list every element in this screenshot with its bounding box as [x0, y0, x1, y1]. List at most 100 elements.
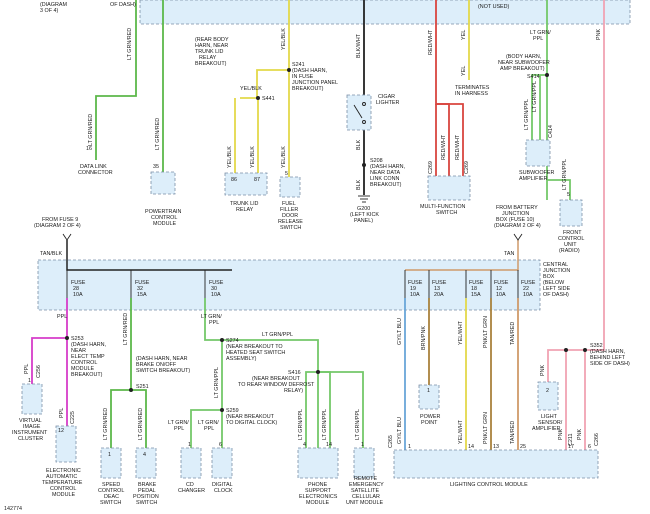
label-eatc-b: AUTOMATIC [46, 474, 77, 480]
top-junction-box [139, 0, 631, 25]
fuse-19-c: 10A [410, 292, 420, 298]
label-rem-e: UNIT MODULE [346, 500, 383, 506]
wire-yel-blk-4-label: YEL/BLK [281, 146, 287, 168]
wire-pnk-lgrn-label: PNK/LT GRN [483, 316, 489, 348]
s259-b: TO DIGITAL CLOCK) [226, 420, 277, 426]
wire-red-wht-1-label: RED/WHT [428, 29, 434, 55]
wire-grn-red-sp-label: LT GRN/RED [103, 408, 109, 440]
s241-b: IN FUSE [292, 74, 314, 80]
label-bp-c: POSITION [133, 494, 159, 500]
wire-pnk-b-label: PNK [577, 429, 583, 440]
pin-fuel: 5 [285, 171, 288, 177]
s241-d: BREAKOUT) [292, 86, 324, 92]
label-clk-b: CLOCK [214, 488, 233, 494]
wire-tan-red-label: TAN/RED [510, 322, 516, 345]
label-fuel-c: DOOR [282, 213, 298, 219]
pin-dlc: 16 [86, 146, 92, 152]
s253-c: ELECT TEMP [71, 354, 105, 360]
fuse9-arrow-icon [62, 233, 72, 241]
cjb-d: (BELOW [543, 280, 565, 286]
label-fuel-a: FUEL [282, 201, 296, 207]
pin-fcu: 5 [567, 192, 570, 198]
top-of-dash: OF DASH) [110, 2, 136, 8]
label-vic-d: CLUSTER [18, 436, 43, 442]
pin-86: 86 [231, 177, 237, 183]
wire-grn-red-f32-label: LT GRN/RED [123, 313, 129, 345]
label-ph-a: PHONE [308, 482, 328, 488]
fuse-32-a: FUSE [135, 280, 150, 286]
fuse-30-c: 10A [211, 292, 221, 298]
wire-clk-label-b: PPL [204, 426, 214, 432]
pin-lcm-17: 17 [568, 444, 574, 450]
splice-s208-label: S208 [370, 158, 383, 164]
label-sp-a: SPEED [102, 482, 120, 488]
batt-arrow-icon [513, 233, 523, 241]
s241-a: (DASH HARN, [292, 68, 328, 74]
label-pp-b: POINT [421, 420, 438, 426]
wire-ppl-f28 [31, 298, 68, 384]
label-lsa-b: SENSOR/ [538, 420, 563, 426]
trunk-lid-relay-box [224, 172, 268, 196]
wire-pcm-label: LT GRN/RED [155, 118, 161, 150]
s259-a: (NEAR BREAKOUT [226, 414, 275, 420]
fuse9-a: FROM FUSE 9 [42, 217, 78, 223]
cjb-b: JUNCTION [543, 268, 570, 274]
splice-s414 [545, 73, 549, 77]
note-sub-c: AMP BREAKOUT) [500, 66, 545, 72]
splice-s352-label: S352 [590, 343, 603, 349]
note-rear-e: BREAKOUT) [195, 61, 227, 67]
label-fuel-b: FILLER [280, 207, 298, 213]
label-fcu-c: UNIT [564, 242, 577, 248]
fuse-12-a: FUSE [494, 280, 509, 286]
label-clk-a: DIGITAL [212, 482, 233, 488]
label-trunk-a: TRUNK LID [230, 201, 259, 207]
wire-ltgrn-ppl-v-label: LT GRN/PPL [214, 367, 220, 398]
label-bp-a: BRAKE [138, 482, 157, 488]
wire-sub-2-label: LT GRN/PPL [532, 81, 538, 112]
label-cd-b: CHANGER [178, 488, 205, 494]
fuse-18-c: 15A [471, 292, 481, 298]
fuse-32-c: 15A [137, 292, 147, 298]
wire-cd-label: LT GRN/ [168, 420, 189, 426]
wire-grn-red-f32 [110, 298, 132, 448]
pin-lcm-25: 25 [520, 444, 526, 450]
splice-s416-label: S416 [288, 370, 301, 376]
splice-s259 [220, 408, 224, 412]
subwoofer-amp-box [525, 139, 551, 167]
s208-b: NEAR DATA [370, 170, 400, 176]
s352-c: SIDE OF DASH) [590, 361, 630, 367]
wire-ltgrn-ppl-top-label: LT GRN/ [530, 30, 551, 36]
wire-grn-red-bp [131, 389, 147, 448]
label-fuel-e: SWITCH [280, 225, 301, 231]
fuse9-b: (DIAGRAM 2 OF 4) [34, 223, 81, 229]
wire-red-wht-3-label: RED/WHT [455, 134, 461, 160]
label-ph-d: MODULE [306, 500, 329, 506]
wire-blk-wht-label: BLK/WHT [356, 33, 362, 58]
batt-d: (DIAGRAM 2 OF 4) [494, 223, 541, 229]
label-fuel-d: RELEASE [278, 219, 303, 225]
fuse-18-a: FUSE [469, 280, 484, 286]
label-pp-a: POWER [420, 414, 440, 420]
pin-ph-2: 14 [326, 442, 332, 448]
phone-support-box [297, 447, 339, 479]
label-fcu-b: CONTROL [558, 236, 584, 242]
label-rem-d: CELLULAR [352, 494, 380, 500]
splice-s352b [564, 348, 568, 352]
label-cigar-a: CIGAR [378, 94, 395, 100]
label-pcm-b: CONTROL [151, 215, 177, 221]
wire-yel-blk-1-label: YEL/BLK [281, 28, 287, 50]
label-rem-c: SATELLITE [351, 488, 379, 494]
fuse-28-c: 10A [73, 292, 83, 298]
fuse-28-a: FUSE [71, 280, 86, 286]
splice-s259-label: S259 [226, 408, 239, 414]
lighting-control-module-box [393, 449, 599, 479]
note-rear-a: (REAR BODY [195, 37, 229, 43]
g200-a: (LEFT KICK [350, 212, 379, 218]
pin-clk: 6 [219, 442, 222, 448]
wire-tan-label: TAN [504, 251, 514, 257]
note-rear-c: TRUNK LID [195, 49, 224, 55]
note-brake-c: SWITCH BREAKOUT) [136, 368, 190, 374]
pin-lcm-c3: C266 [594, 433, 600, 446]
pin-bp: 4 [143, 452, 146, 458]
